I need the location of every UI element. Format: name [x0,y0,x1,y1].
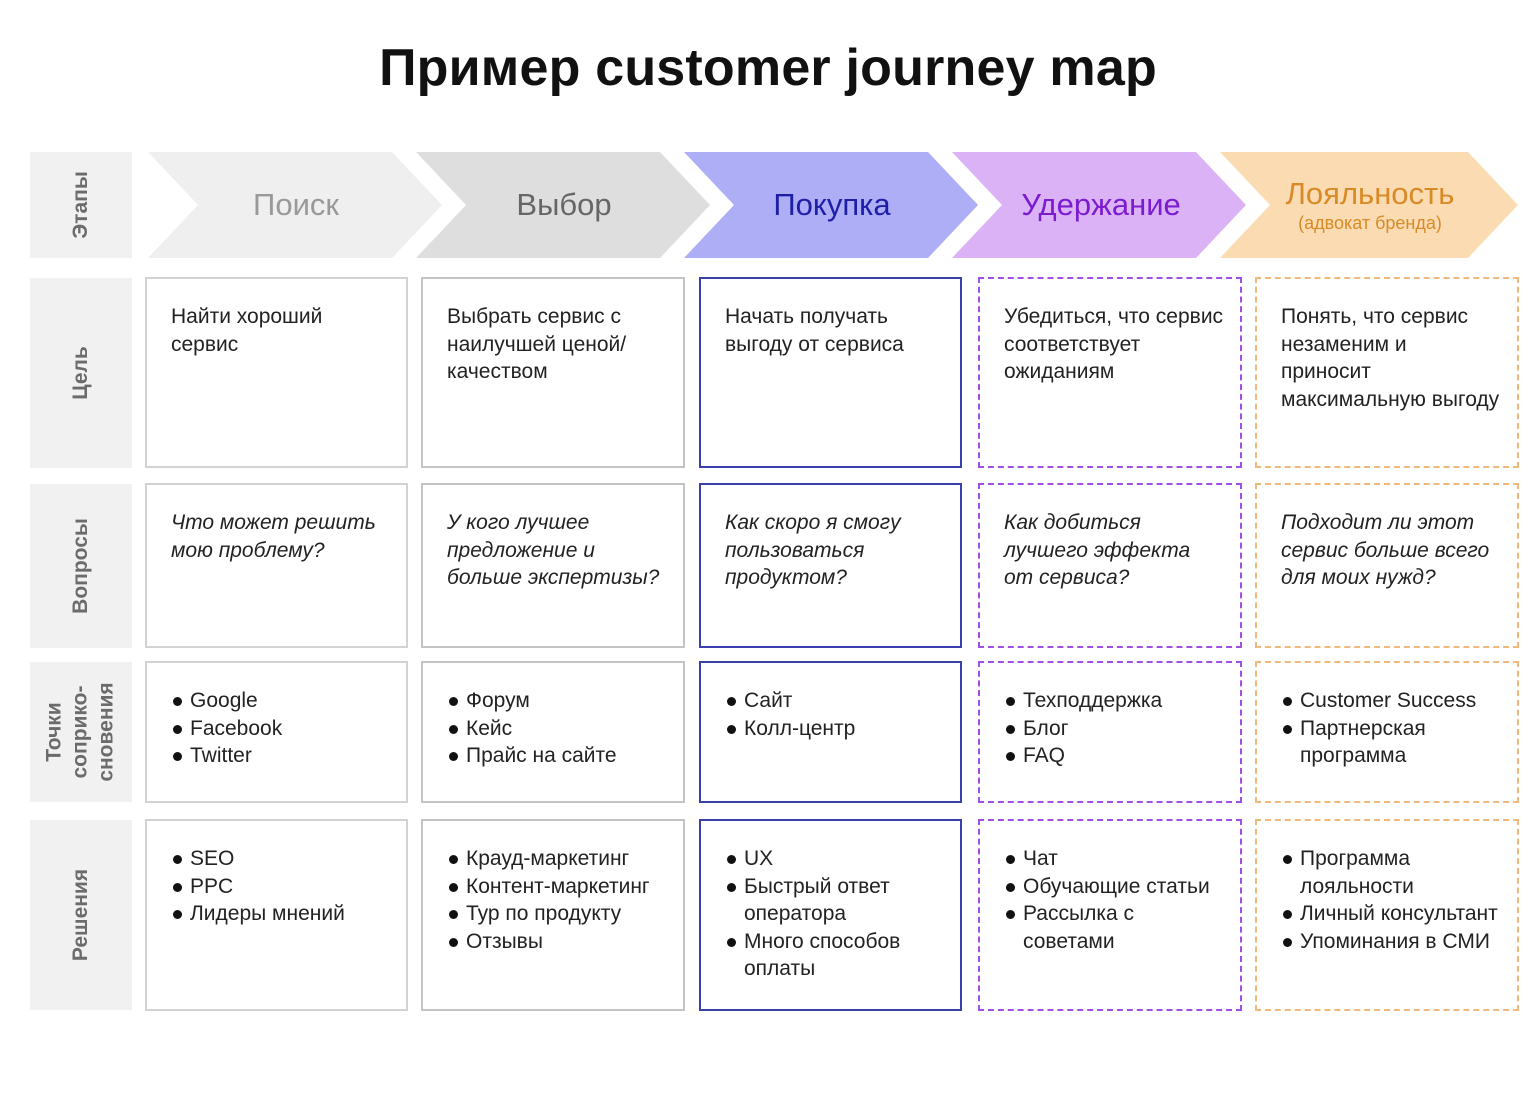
list-item: Партнерская программа [1281,715,1501,770]
row-label-text: Решения [68,868,92,962]
stage-chevron-purchase [684,152,978,258]
solution-list: Чат Обучающие статьи Рассылка с советами [1004,845,1224,955]
list-item: Чат [1004,845,1224,873]
list-item: FAQ [1004,742,1224,770]
goal-cell-choice: Выбрать сервис с наилучшей ценой/качеств… [421,277,685,468]
row-label-solutions: Решения [30,820,132,1010]
solution-cell-purchase: UX Быстрый ответ оператора Много способо… [699,819,962,1011]
list-item: Facebook [171,715,390,743]
list-item: Обучающие статьи [1004,873,1224,901]
list-item: SEO [171,845,390,873]
row-label-touchpoints: Точки соприко- сновения [30,662,132,802]
question-text: Что может решить мою проблему? [171,511,376,562]
question-text: Подходит ли этот сервис больше всего для… [1281,511,1490,589]
goal-text: Найти хороший сервис [171,305,323,356]
question-cell-purchase: Как скоро я смогу пользоваться продуктом… [699,483,962,648]
stage-chevron-choice [416,152,710,258]
question-text: Как скоро я смогу пользоваться продуктом… [725,511,901,589]
question-text: У кого лучшее предложение и больше экспе… [447,511,660,589]
row-label-text: Цель [69,346,92,400]
touchpoint-cell-purchase: Сайт Колл-центр [699,661,962,803]
list-item: UX [725,845,944,873]
solution-list: SEO PPC Лидеры мнений [171,845,390,928]
list-item: Twitter [171,742,390,770]
row-label-stages: Этапы [30,152,132,258]
stage-title: Покупка [773,187,891,222]
touchpoint-list: Google Facebook Twitter [171,687,390,770]
question-cell-choice: У кого лучшее предложение и больше экспе… [421,483,685,648]
row-label-questions: Вопросы [30,484,132,648]
solution-cell-loyalty: Программа лояльности Личный консультант … [1255,819,1519,1011]
goal-text: Убедиться, что сервис соответствует ожид… [1004,305,1224,383]
solution-list: Программа лояльности Личный консультант … [1281,845,1501,955]
question-cell-retention: Как добиться лучшего эффекта от сервиса? [978,483,1242,648]
goal-cell-search: Найти хороший сервис [145,277,408,468]
stage-chevron-retention [952,152,1246,258]
list-item: Google [171,687,390,715]
solution-list: UX Быстрый ответ оператора Много способо… [725,845,944,983]
list-item: Блог [1004,715,1224,743]
goal-text: Выбрать сервис с наилучшей ценой/качеств… [447,305,627,383]
list-item: Много способов оплаты [725,928,944,983]
stage-title: Лояльность [1285,176,1455,211]
list-item: Техподдержка [1004,687,1224,715]
list-item: Колл-центр [725,715,944,743]
list-item: Форум [447,687,667,715]
list-item: Крауд-маркетинг [447,845,667,873]
row-label-text: Точки соприко- сновения [42,682,118,782]
solution-cell-retention: Чат Обучающие статьи Рассылка с советами [978,819,1242,1011]
stage-chevron-loyalty [1220,152,1518,258]
list-item: Отзывы [447,928,667,956]
list-item: Быстрый ответ оператора [725,873,944,928]
list-item: Личный консультант [1281,900,1501,928]
row-label-goal: Цель [30,278,132,468]
stage-title: Выбор [516,187,612,222]
goal-text: Понять, что сервис незаменим и приносит … [1281,305,1500,411]
solution-cell-search: SEO PPC Лидеры мнений [145,819,408,1011]
touchpoint-list: Сайт Колл-центр [725,687,944,742]
list-item: Контент-маркетинг [447,873,667,901]
stage-label-purchase: Покупка [732,187,932,223]
touchpoint-cell-choice: Форум Кейс Прайс на сайте [421,661,685,803]
goal-cell-retention: Убедиться, что сервис соответствует ожид… [978,277,1242,468]
stage-chevrons [148,152,1518,258]
stage-title: Удержание [1021,187,1181,222]
list-item: Customer Success [1281,687,1501,715]
solution-cell-choice: Крауд-маркетинг Контент-маркетинг Тур по… [421,819,685,1011]
list-item: Прайс на сайте [447,742,667,770]
stage-label-retention: Удержание [990,187,1212,223]
question-cell-loyalty: Подходит ли этот сервис больше всего для… [1255,483,1519,648]
touchpoint-cell-retention: Техподдержка Блог FAQ [978,661,1242,803]
list-item: Сайт [725,687,944,715]
goal-cell-purchase: Начать получать выгоду от сервиса [699,277,962,468]
goal-text: Начать получать выгоду от сервиса [725,305,904,356]
stage-label-loyalty: Лояльность (адвокат бренда) [1262,176,1478,234]
goal-cell-loyalty: Понять, что сервис незаменим и приносит … [1255,277,1519,468]
stage-chevron-search [148,152,442,258]
question-text: Как добиться лучшего эффекта от сервиса? [1004,511,1191,589]
page-title: Пример customer journey map [379,39,1157,97]
list-item: Тур по продукту [447,900,667,928]
touchpoint-list: Техподдержка Блог FAQ [1004,687,1224,770]
list-item: Программа лояльности [1281,845,1501,900]
list-item: Упоминания в СМИ [1281,928,1501,956]
row-label-text: Вопросы [68,518,92,614]
touchpoint-cell-search: Google Facebook Twitter [145,661,408,803]
touchpoint-cell-loyalty: Customer Success Партнерская программа [1255,661,1519,803]
list-item: Рассылка с советами [1004,900,1224,955]
question-cell-search: Что может решить мою проблему? [145,483,408,648]
solution-list: Крауд-маркетинг Контент-маркетинг Тур по… [447,845,667,955]
touchpoint-list: Форум Кейс Прайс на сайте [447,687,667,770]
list-item: PPC [171,873,390,901]
stage-label-choice: Выбор [464,187,664,223]
stage-title: Поиск [253,187,339,222]
touchpoint-list: Customer Success Партнерская программа [1281,687,1501,770]
stage-subtitle: (адвокат бренда) [1298,213,1442,233]
list-item: Кейс [447,715,667,743]
list-item: Лидеры мнений [171,900,390,928]
stage-label-search: Поиск [196,187,396,223]
